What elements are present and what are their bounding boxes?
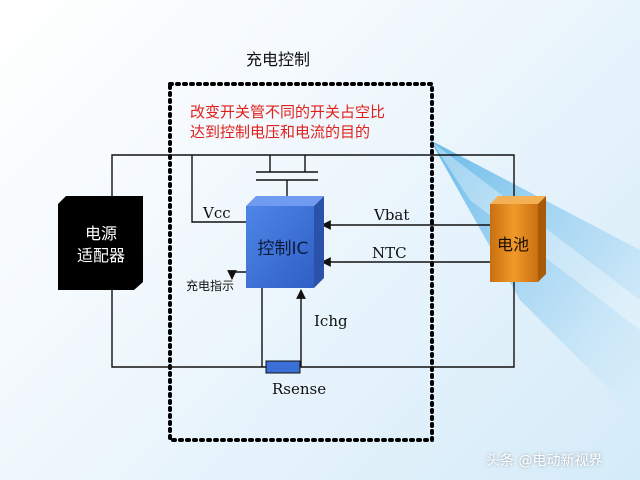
adapter-label-line-1: 电源 [84, 224, 117, 244]
ntc-label: NTC [372, 244, 407, 262]
rsense-label: Rsense [272, 380, 327, 398]
vcc-label: Vcc [203, 204, 231, 222]
adapter-block [58, 196, 143, 290]
wire-charge-indicator [227, 270, 246, 280]
ic-label: 控制IC [257, 238, 309, 259]
rsense-resistor [265, 360, 301, 374]
wire-bottom [111, 282, 515, 368]
annotation-line-1: 改变开关管不同的开关占空比 [190, 103, 386, 121]
charge-indicator-label: 充电指示 [186, 279, 235, 293]
watermark: 头条 @电动新视界 [486, 453, 603, 469]
battery-block [490, 196, 546, 282]
ic-block [246, 196, 324, 288]
annotation-line-2: 达到控制电压和电流的目的 [190, 123, 371, 142]
wire-top [111, 154, 515, 212]
diagram-title: 充电控制 [246, 50, 311, 69]
battery-label: 电池 [496, 235, 529, 255]
switch-annotation: 改变开关管不同的开关占空比 达到控制电压和电流的目的 [190, 102, 385, 143]
wire-vcc [191, 155, 246, 223]
adapter-label: 电源 适配器 [62, 206, 140, 284]
vbat-label: Vbat [374, 206, 410, 224]
circuit-wires [111, 154, 515, 368]
adapter-label-line-2: 适配器 [76, 246, 125, 265]
ichg-label: Ichg [314, 312, 348, 330]
